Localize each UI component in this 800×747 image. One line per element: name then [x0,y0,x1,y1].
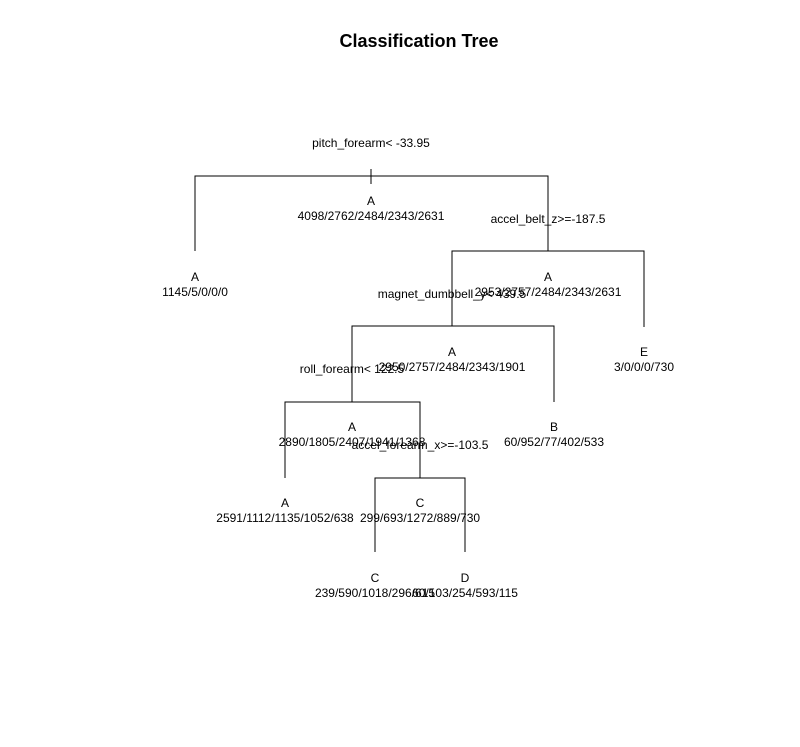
node-counts-1: 4098/2762/2484/2343/2631 [298,209,445,223]
split-label-5: accel_forearm_x>=-103.5 [352,438,489,452]
node-class-4: A [448,345,456,359]
node-class-9: C [416,496,425,510]
node-class-11: D [461,571,470,585]
node-counts-2: 1145/5/0/0/0 [162,285,228,299]
edge-split-5 [374,477,466,552]
node-counts-7: 60/952/77/402/533 [504,435,604,449]
node-class-1: A [367,194,375,208]
split-label-3: magnet_dumbbell_y< 439.5 [378,287,527,301]
node-counts-9: 299/693/1272/889/730 [360,511,480,525]
plot-title: Classification Tree [339,31,498,51]
node-counts-10: 239/590/1018/296/615 [315,586,435,600]
node-class-7: B [550,420,558,434]
node-class-8: A [281,496,289,510]
split-label-2: accel_belt_z>=-187.5 [491,212,606,226]
node-class-10: C [371,571,380,585]
edge-split-3 [351,325,555,402]
edge-split-2 [451,250,645,327]
node-counts-5: 3/0/0/0/730 [614,360,674,374]
node-counts-8: 2591/1112/1135/1052/638 [216,511,354,525]
node-class-3: A [544,270,552,284]
split-label-1: pitch_forearm< -33.95 [312,136,430,150]
node-counts-6: 2890/1805/2407/1941/1368 [279,435,426,449]
node-class-5: E [640,345,648,359]
split-label-4: roll_forearm< 122.5 [300,362,405,376]
node-class-2: A [191,270,199,284]
node-counts-4: 2950/2757/2484/2343/1901 [379,360,526,374]
node-class-6: A [348,420,356,434]
edge-split-4 [284,401,421,478]
node-counts-11: 60/103/254/593/115 [412,586,518,600]
edge-split-1 [194,175,549,251]
node-counts-3: 2953/2757/2484/2343/2631 [475,285,622,299]
